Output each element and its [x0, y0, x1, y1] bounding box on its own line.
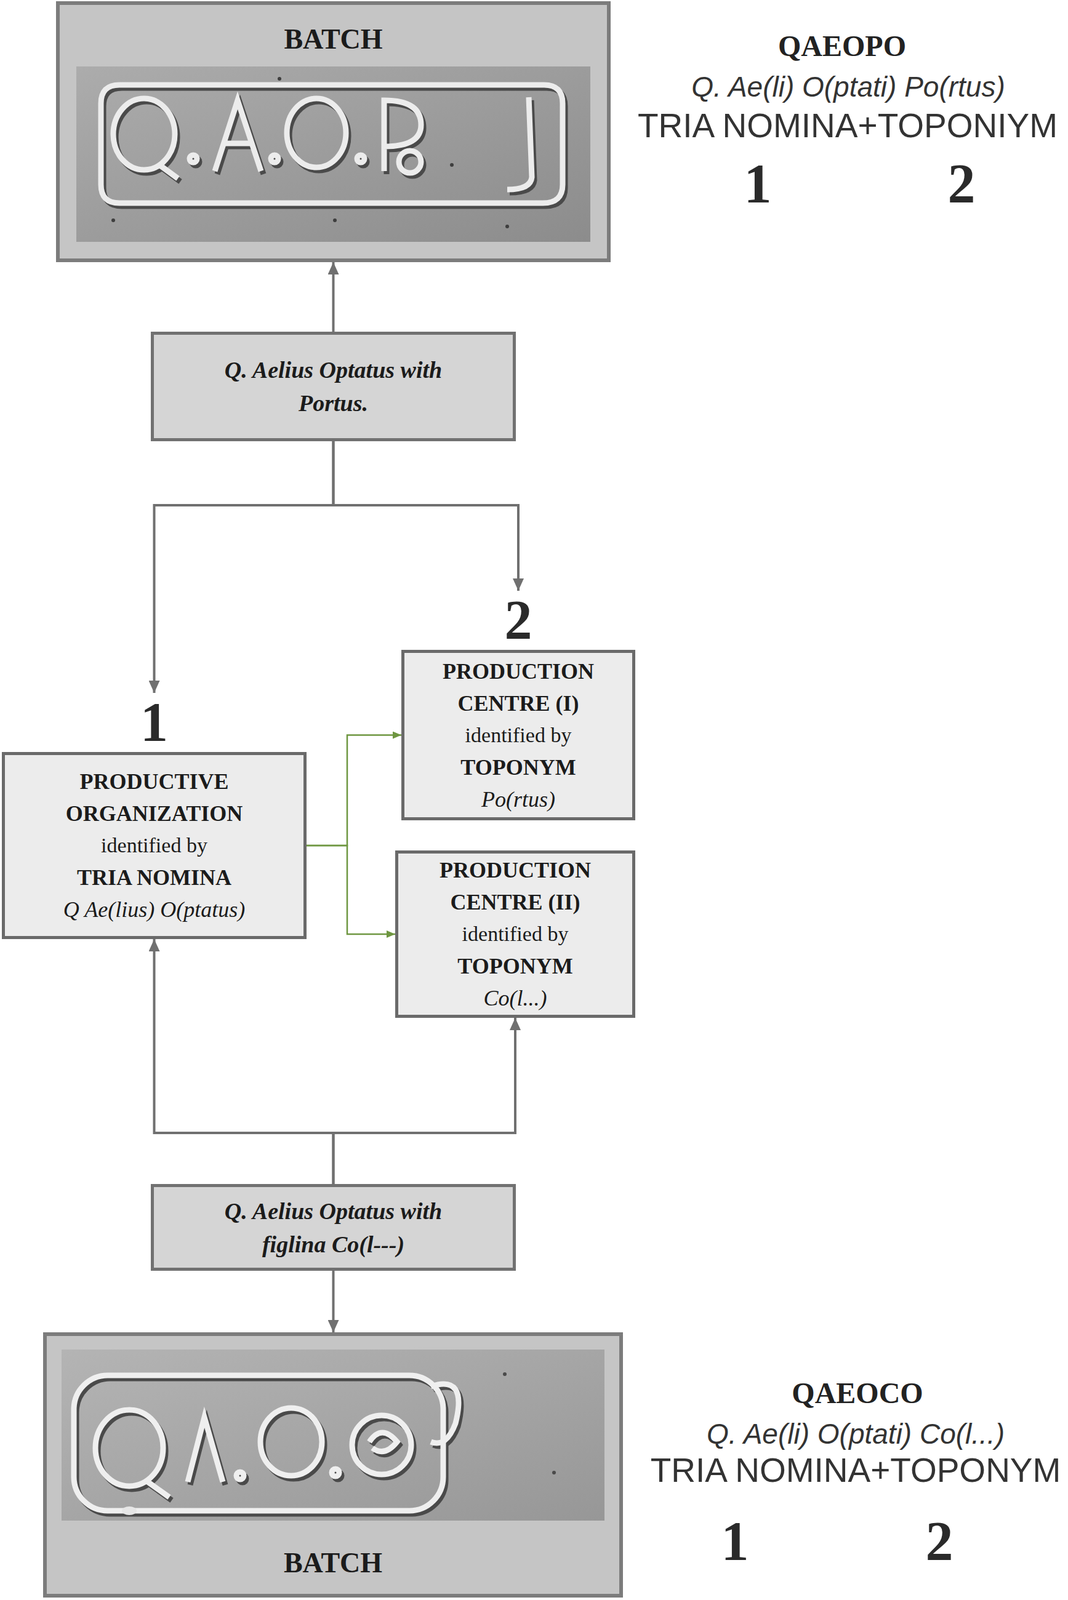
production-centre-box: 2PRODUCTION CENTRE (I)identified byTOPON… — [401, 590, 636, 821]
callout-number: 2 — [401, 590, 636, 651]
production-centre-box: PRODUCTION CENTRE (II)identified byTOPON… — [395, 850, 636, 1019]
connector-arrow — [154, 939, 334, 1185]
organization-box-outline: PRODUCTIVE ORGANIZATIONidentified byTRIA… — [1, 752, 307, 940]
callout-number: 1 — [721, 1512, 750, 1572]
stamp-speckle — [333, 218, 337, 223]
stamp-reading: Q. Ae(li) O(ptati) Co(l...) — [706, 1417, 1005, 1451]
stamp-photo — [76, 66, 591, 242]
connector-arrow — [306, 735, 402, 847]
callout-number: 1 — [744, 154, 772, 214]
box-text: TOPONYM — [460, 751, 576, 784]
stamp-reading: QAEOCO — [791, 1376, 923, 1411]
production-centre-box-outline: PRODUCTION CENTRE (I)identified byTOPONY… — [401, 650, 636, 821]
box-text: Q Ae(lius) O(ptatus) — [63, 893, 245, 926]
stamp-shadow — [76, 1378, 462, 1515]
stamp-reading: Q. Ae(li) O(ptati) Po(rtus) — [691, 70, 1005, 104]
stamp-reading: TRIA NOMINA+TOPONYM — [650, 1451, 1062, 1490]
stamp-reading: QAEOPO — [778, 28, 907, 64]
connector-arrow — [306, 845, 396, 935]
stamp-highlight — [73, 1375, 459, 1512]
callout-number: 1 — [1, 693, 307, 753]
stamp-speckle — [552, 1471, 556, 1475]
callout-number: 2 — [947, 154, 976, 214]
stamp-speckle — [111, 218, 116, 223]
callout-number: 2 — [925, 1512, 954, 1572]
box-text: PRODUCTION CENTRE (I) — [410, 655, 627, 720]
box-text: Q. Aelius Optatus with Portus. — [196, 353, 470, 420]
stamp-photo — [61, 1349, 605, 1522]
stamp-reading: TRIA NOMINA+TOPONIYM — [637, 106, 1058, 145]
box-text: identified by — [462, 918, 569, 951]
box-text: Q. Aelius Optatus with figlina Co(l---) — [196, 1194, 470, 1262]
stamp-speckle — [121, 1506, 137, 1516]
connector-arrow — [332, 1271, 335, 1333]
box-text: Po(rtus) — [481, 783, 556, 816]
box-text: identified by — [465, 719, 572, 752]
relation-box: Q. Aelius Optatus with Portus. — [150, 331, 516, 442]
stamp-speckle — [505, 224, 510, 229]
stamp-speckle — [277, 76, 282, 81]
stamp-surface — [61, 1349, 605, 1522]
connector-arrow — [332, 262, 335, 332]
box-text: identified by — [100, 829, 208, 862]
connector-arrow — [333, 441, 519, 591]
stamp-surface — [76, 66, 591, 242]
stamp-speckle — [449, 163, 454, 167]
stamp-speckle — [502, 1372, 507, 1377]
relation-box: Q. Aelius Optatus with figlina Co(l---) — [150, 1184, 516, 1272]
box-text: TRIA NOMINA — [76, 861, 232, 894]
stamp-highlight — [100, 84, 563, 204]
box-title: BATCH — [283, 22, 383, 57]
box-text: TOPONYM — [457, 950, 573, 983]
organization-box: 1PRODUCTIVE ORGANIZATIONidentified byTRI… — [1, 693, 307, 940]
connector-arrow — [333, 1018, 516, 1185]
box-text: Co(l...) — [483, 982, 548, 1015]
box-text: PRODUCTION CENTRE (II) — [404, 854, 627, 919]
connector-arrow — [154, 441, 334, 694]
box-title: BATCH — [283, 1546, 383, 1581]
box-text: PRODUCTIVE ORGANIZATION — [12, 765, 297, 830]
